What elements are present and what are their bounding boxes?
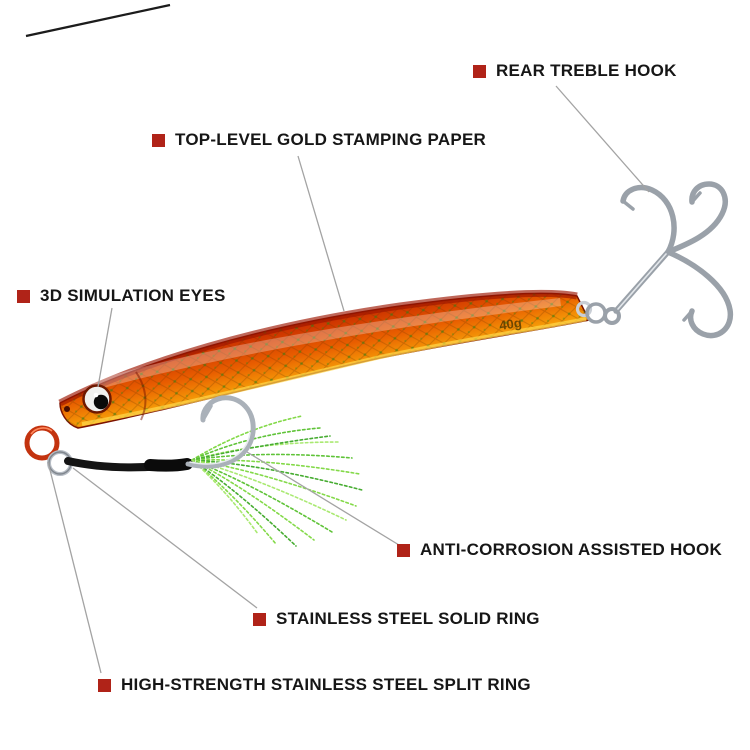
callout-rear-treble-hook: REAR TREBLE HOOK [473, 61, 677, 81]
bullet-square [253, 612, 266, 626]
lure-body: 40g [58, 289, 593, 429]
callout-high-strength-split-ring: HIGH-STRENGTH STAINLESS STEEL SPLIT RING [98, 675, 531, 695]
assist-cord-wrap [144, 458, 193, 472]
leader-lines [47, 85, 650, 674]
callout-gold-stamping-paper: TOP-LEVEL GOLD STAMPING PAPER [152, 130, 486, 150]
leader-assisted-hook [246, 451, 400, 546]
leader-split-ring [47, 461, 102, 674]
callout-label: ANTI-CORROSION ASSISTED HOOK [420, 540, 722, 559]
callout-label: TOP-LEVEL GOLD STAMPING PAPER [175, 130, 487, 149]
lure-gloss [92, 298, 561, 390]
gill-line [135, 371, 147, 421]
flash-skirt [191, 415, 363, 547]
treble-hook-eye [603, 307, 621, 325]
front-rig [24, 425, 194, 476]
tail-ring [575, 300, 593, 318]
bullet-square [152, 133, 165, 147]
leader-gold-stamping-paper [297, 155, 345, 312]
callout-label: STAINLESS STEEL SOLID RING [276, 609, 540, 628]
callout-label: 3D SIMULATION EYES [40, 286, 226, 305]
assist-hook [185, 395, 256, 469]
callout-label: REAR TREBLE HOOK [496, 61, 677, 80]
treble-hook [585, 181, 734, 339]
callout-anti-corrosion-assisted-hook: ANTI-CORROSION ASSISTED HOOK [397, 540, 722, 560]
lure-back-stripe [58, 289, 578, 407]
leader-rear-treble-hook [555, 85, 650, 193]
callout-stainless-steel-solid-ring: STAINLESS STEEL SOLID RING [253, 609, 540, 629]
leader-3d-eyes [97, 307, 113, 388]
bullet-square [473, 64, 486, 78]
bullet-square [98, 678, 111, 692]
callout-label: HIGH-STRENGTH STAINLESS STEEL SPLIT RING [121, 675, 531, 694]
split-ring-highlight [30, 427, 53, 435]
leader-solid-ring [72, 467, 258, 609]
lure-belly-highlight [81, 317, 587, 426]
bullet-square [17, 289, 30, 303]
line-tie-hole [64, 406, 70, 412]
weight-marking: 40g [498, 315, 522, 333]
lure-body-holo-pattern [60, 293, 589, 428]
bullet-square [397, 543, 410, 557]
callout-3d-simulation-eyes: 3D SIMULATION EYES [17, 286, 226, 306]
fishing-line-corner [25, 3, 171, 38]
lure-eye [82, 384, 112, 414]
